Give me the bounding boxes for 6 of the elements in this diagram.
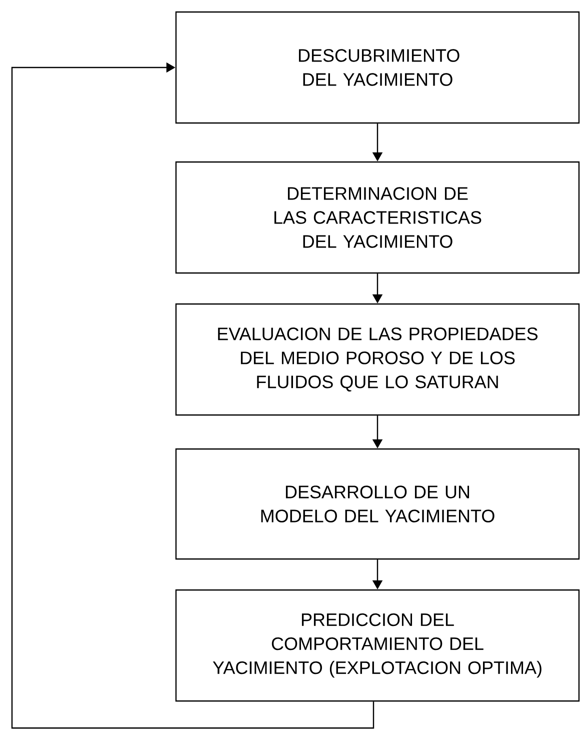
process-box: EVALUACION DE LAS PROPIEDADES DEL MEDIO POROSO Y DE LOS FLUIDOS QUE LO SATURAN	[175, 303, 580, 416]
process-box: DESARROLLO DE UN MODELO DEL YACIMIENTO	[175, 448, 580, 560]
process-box: PREDICCION DEL COMPORTAMIENTO DEL YACIMIENTO (EXPLOTACION OPTIMA)	[175, 589, 580, 702]
process-box: DESCUBRIMIENTO DEL YACIMIENTO	[175, 11, 580, 124]
arrow	[11, 62, 374, 729]
process-box: DETERMINACION DE LAS CARACTERISTICAS DEL YACIMIENTO	[175, 161, 580, 274]
